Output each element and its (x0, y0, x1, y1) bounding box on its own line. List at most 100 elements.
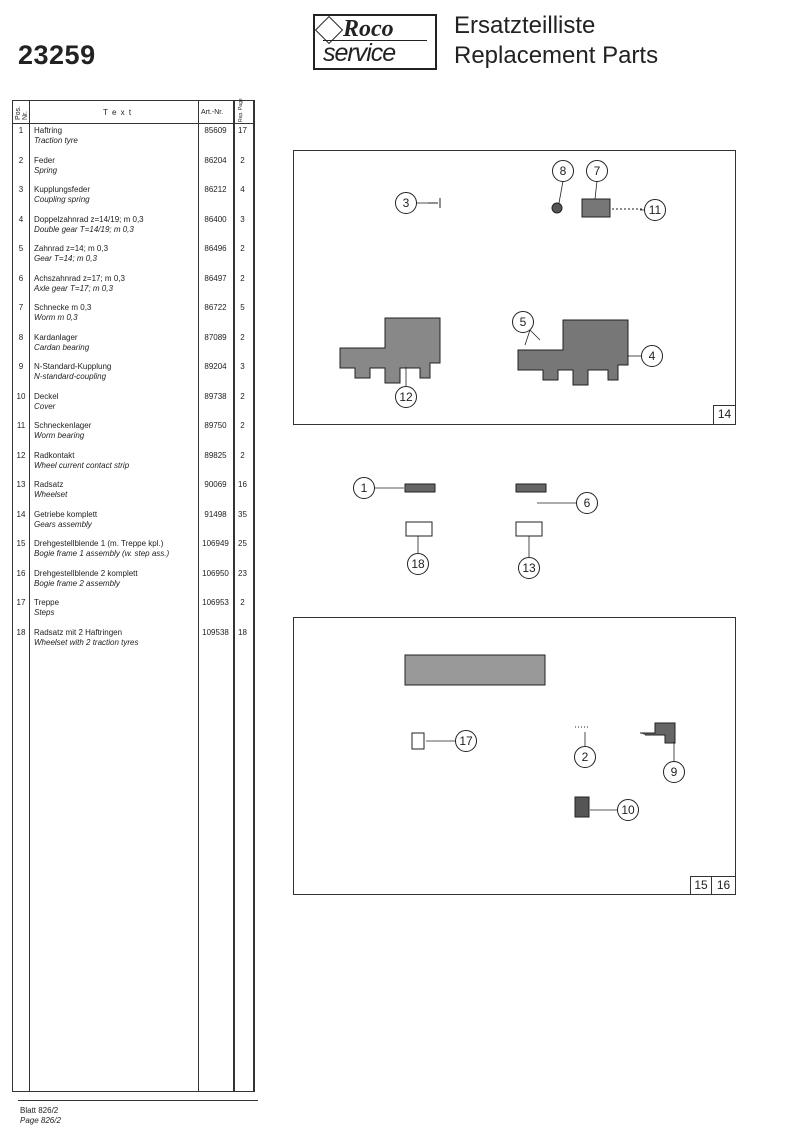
article-number: 86400 (204, 214, 227, 224)
coupling-part (640, 722, 676, 744)
position-number: 14 (16, 509, 26, 519)
cover-small-part (574, 796, 590, 818)
article-number: 90069 (204, 480, 227, 489)
article-number: 86496 (204, 244, 227, 253)
position-number: 18 (16, 627, 26, 637)
frame-tag-16: 16 (711, 876, 736, 895)
callout-10: 10 (617, 799, 639, 821)
callout-11: 11 (644, 199, 666, 221)
part-name-de: Radsatz mit 2 Haftringen (34, 627, 123, 637)
part-name-de: Radsatz (34, 480, 64, 489)
part-name-de: Zahnrad z=14; m 0,3 (34, 244, 109, 253)
position-number: 8 (18, 332, 24, 342)
callout-17: 17 (455, 730, 477, 752)
part-name-de: Deckel (34, 391, 59, 401)
article-number: 91498 (204, 509, 227, 519)
part-name-en: Bogie frame 2 assembly (34, 578, 120, 588)
logo-service: service (323, 40, 427, 66)
position-number: 2 (18, 155, 24, 165)
part-name-de: Kupplungsfeder (34, 185, 91, 194)
part-name-de: Getriebe komplett (34, 509, 98, 519)
steps-part (411, 732, 425, 750)
callout-3: 3 (395, 192, 417, 214)
repair-page: 2 (240, 273, 245, 283)
part-name-en: Cardan bearing (34, 342, 90, 352)
callout-1: 1 (353, 477, 375, 499)
part-name-en: Wheel current contact strip (34, 460, 130, 470)
position-number: 10 (16, 391, 26, 401)
callout-5: 5 (512, 311, 534, 333)
article-number: 89738 (204, 391, 227, 401)
part-name-en: Cover (34, 401, 56, 411)
sheet-number-de: Blatt 826/2 (20, 1106, 59, 1115)
position-number: 15 (16, 539, 26, 548)
part-name-de: Schnecke m 0,3 (34, 303, 92, 312)
part-name-en: Traction tyre (34, 136, 78, 145)
position-number: 11 (16, 421, 26, 430)
document-number: 23259 (18, 40, 96, 70)
position-number: 16 (16, 568, 26, 578)
repair-page: 2 (240, 598, 245, 607)
part-name-en: Coupling spring (34, 195, 90, 204)
repair-page: 2 (240, 391, 245, 401)
article-number: 106953 (202, 598, 229, 607)
position-number: 3 (18, 185, 24, 194)
wheelset-parts (404, 483, 547, 537)
diagram-frame-bogie (293, 617, 736, 895)
part-name-en: Axle gear T=17; m 0,3 (34, 283, 113, 293)
repair-page: 2 (240, 421, 245, 430)
col-art: Art.-Nr. (201, 109, 224, 116)
part-name-en: Worm m 0,3 (34, 313, 78, 322)
position-number: 6 (18, 273, 24, 283)
part-name-en: Spring (34, 165, 58, 175)
part-name-de: Schneckenlager (34, 421, 92, 430)
part-name-de: Kardanlager (34, 332, 78, 342)
repair-page: 4 (240, 185, 245, 194)
article-number: 86497 (204, 273, 227, 283)
callout-6: 6 (576, 492, 598, 514)
part-name-en: Wheelset with 2 traction tyres (34, 637, 139, 647)
position-number: 5 (18, 244, 24, 253)
gearbox-part (517, 319, 629, 386)
article-number: 89825 (204, 450, 227, 460)
callout-7: 7 (586, 160, 608, 182)
repair-page: 2 (240, 155, 245, 165)
worm-part (581, 198, 611, 218)
cardan-bearing-part (551, 202, 563, 214)
part-name-de: Treppe (34, 598, 60, 607)
callout-9: 9 (663, 761, 685, 783)
part-name-en: Double gear T=14/19; m 0,3 (34, 224, 134, 234)
cover-part (339, 317, 441, 384)
bogie-frame-part (404, 654, 546, 686)
diagram-frame-gears (293, 150, 736, 425)
part-name-en: Wheelset (34, 490, 68, 499)
position-number: 17 (16, 598, 26, 607)
callout-8: 8 (552, 160, 574, 182)
part-name-de: Doppelzahnrad z=14/19; m 0,3 (34, 214, 144, 224)
repair-page: 17 (238, 126, 247, 135)
callout-18: 18 (407, 553, 429, 575)
position-number: 13 (16, 480, 26, 489)
position-number: 7 (18, 303, 24, 312)
part-name-de: Drehgestellblende 1 (m. Treppe kpl.) (34, 539, 164, 548)
article-number: 89750 (204, 421, 227, 430)
repair-page: 23 (238, 568, 247, 578)
part-name-en: Steps (34, 608, 55, 617)
callout-2: 2 (574, 746, 596, 768)
part-name-de: Feder (34, 155, 55, 165)
part-name-de: Achszahnrad z=17; m 0,3 (34, 273, 125, 283)
